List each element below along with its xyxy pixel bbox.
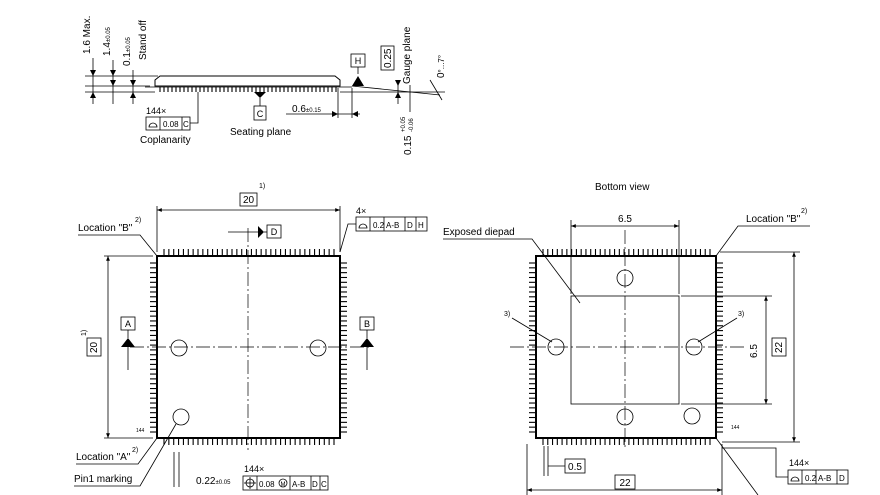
- dim-arrows-standoff: [130, 80, 136, 98]
- position-datum-c: C: [321, 480, 327, 489]
- top-view: 20 1) 20 1) D 4× 0.2 A-B D H A: [74, 183, 428, 491]
- angle-label: 0°...7°: [436, 55, 447, 78]
- gauge-box: [380, 45, 395, 71]
- width-note: 1): [259, 183, 265, 190]
- bottom-mark-right: [685, 338, 703, 356]
- height-label: 20: [89, 341, 100, 353]
- bottom-mark-bottom: [616, 408, 634, 426]
- lead-thickness-label: 0.15: [403, 135, 414, 155]
- bottom-mark-left: [547, 338, 565, 356]
- position-datum-ab: A-B: [292, 480, 305, 489]
- top-pin-number: 144: [136, 428, 145, 434]
- dim-arrows-mid: [110, 70, 116, 86]
- lead-thickness-tol-plus: +0.05: [401, 116, 407, 132]
- datum-c-triangle: [254, 92, 266, 98]
- bottom-location-b-label: Location "B": [746, 214, 801, 225]
- body-height-label: 1.4±0.05: [102, 26, 113, 56]
- position-frame: [242, 475, 329, 491]
- pitch-label: 0.6±0.15: [292, 104, 322, 115]
- coplanarity-icon: [148, 122, 158, 128]
- coplanarity-count: 144×: [146, 106, 166, 116]
- flatness-datum-ab: A-B: [386, 221, 399, 230]
- bottom-leads: [529, 249, 723, 445]
- location-b-label: Location "B": [78, 223, 133, 234]
- width-box: [239, 192, 258, 207]
- datum-h-triangle: [352, 76, 364, 86]
- standoff-label: 0.1±0.05: [122, 36, 133, 66]
- seating-plane-label: Seating plane: [230, 127, 292, 138]
- pitch-label-bottom: 0.5: [568, 462, 582, 473]
- gauge-value: 0.25: [383, 48, 394, 68]
- bottom-pin-number: 144: [731, 425, 740, 431]
- exposed-diepad-label: Exposed diepad: [443, 227, 515, 238]
- coplanarity-frame: [145, 116, 191, 131]
- bottom-flatness-value: 0.2: [805, 474, 817, 483]
- bottom-flatness-count: 144×: [789, 458, 809, 468]
- width-22-label: 22: [619, 478, 631, 489]
- coplanarity-label: Coplanarity: [140, 135, 191, 146]
- side-body: [154, 75, 341, 87]
- lead-width-label: 0.22±0.05: [196, 476, 231, 487]
- side-view: 1.6 Max. 1.4±0.05 0.1±0.05 Stand off C S…: [82, 16, 447, 155]
- datum-a-label: A: [125, 319, 131, 329]
- note3-right: 3): [738, 311, 744, 318]
- position-modifier: M: [281, 482, 286, 488]
- dim-arrows-left: [90, 70, 96, 98]
- pad-height-label: 6.5: [749, 344, 760, 358]
- gauge-label: Gauge plane: [402, 26, 413, 84]
- location-a-label: Location "A": [76, 452, 131, 463]
- bottom-flatness-datum-ab: A-B: [818, 474, 831, 483]
- datum-d-box: [266, 224, 282, 239]
- flatness-value: 0.2: [373, 221, 385, 230]
- coplanarity-value: 0.08: [163, 120, 179, 129]
- datum-c-label: C: [257, 109, 264, 119]
- bottom-view: Bottom view 6.5 6.5 22 22: [443, 182, 849, 495]
- pin1-marking-dot: [172, 408, 190, 426]
- height-note: 1): [81, 330, 88, 336]
- datum-h-label: H: [355, 56, 362, 66]
- datum-c-box: [253, 105, 267, 121]
- position-datum-d: D: [312, 480, 318, 489]
- datum-b-label: B: [364, 319, 370, 329]
- datum-d-label: D: [271, 227, 278, 237]
- width-label: 20: [243, 195, 255, 206]
- flatness-datum-d: D: [407, 221, 413, 230]
- height-max-label: 1.6 Max.: [82, 16, 93, 54]
- bottom-flatness-datum-d: D: [839, 474, 845, 483]
- note3-left: 3): [504, 311, 510, 318]
- location-a-note: 2): [132, 447, 138, 454]
- top-leads: [150, 249, 347, 445]
- bottom-pin1-mark: [683, 407, 701, 425]
- side-leads: [159, 87, 337, 92]
- standoff-caption: Stand off: [138, 20, 149, 60]
- height-22-label: 22: [774, 341, 785, 353]
- bottom-view-title: Bottom view: [595, 182, 650, 193]
- flatness-datum-h: H: [418, 221, 424, 230]
- lead-thickness-tol-minus: -0.06: [409, 118, 415, 132]
- coplanarity-datum: C: [183, 120, 189, 129]
- pad-width-label: 6.5: [618, 214, 632, 225]
- mold-mark-right: [309, 339, 327, 357]
- lead-tilt-line: [351, 85, 441, 96]
- flatness-count: 4×: [356, 206, 366, 216]
- bottom-mark-top: [616, 269, 634, 287]
- position-count: 144×: [244, 464, 264, 474]
- mold-mark-left: [170, 339, 188, 357]
- position-value: 0.08: [259, 480, 275, 489]
- height-22-box: [771, 337, 787, 357]
- bottom-location-b-note: 2): [801, 208, 807, 215]
- pin1-label: Pin1 marking: [74, 474, 132, 485]
- height-box: [86, 337, 102, 357]
- width-22-box: [614, 474, 636, 490]
- location-b-note: 2): [135, 217, 141, 224]
